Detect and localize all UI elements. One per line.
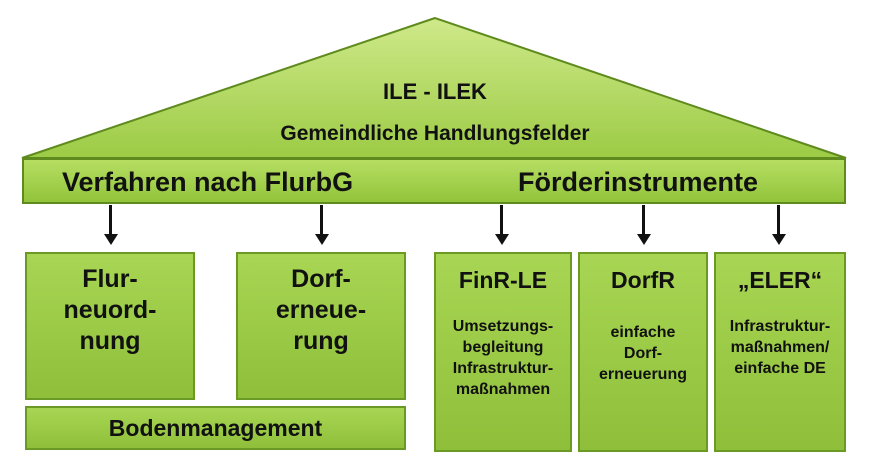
eler-line-1: Infrastruktur- bbox=[729, 318, 831, 335]
eler-text: Infrastruktur- maßnahmen/ einfache DE bbox=[716, 316, 844, 379]
dorferneuerung-line-1: Dorf- bbox=[291, 265, 351, 293]
base-label: Bodenmanagement bbox=[108, 415, 323, 441]
eler-line-3: einfache DE bbox=[734, 360, 826, 377]
finr-le-text: Umsetzungs- begleitung Infrastruktur- ma… bbox=[436, 316, 570, 400]
finr-le-line-4: maßnahmen bbox=[455, 381, 551, 398]
beam-right-label: Förderinstrumente bbox=[518, 167, 759, 197]
flurneuordnung-line-2: neuord- bbox=[63, 296, 157, 324]
roof-title: ILE - ILEK bbox=[383, 79, 487, 104]
dorfr-text: einfache Dorf- erneuerung bbox=[580, 322, 706, 385]
finr-le-line-2: begleitung bbox=[462, 339, 544, 356]
flurneuordnung-line-1: Flur- bbox=[82, 265, 138, 293]
pillar-dorfr: DorfR einfache Dorf- erneuerung bbox=[578, 252, 708, 452]
eler-title: „ELER“ bbox=[737, 267, 823, 293]
base-bodenmanagement: Bodenmanagement bbox=[25, 406, 406, 450]
eler-line-2: maßnahmen/ bbox=[730, 339, 830, 356]
pillar-eler: „ELER“ Infrastruktur- maßnahmen/ einfach… bbox=[714, 252, 846, 452]
flurneuordnung-line-3: nung bbox=[79, 327, 141, 355]
finr-le-title: FinR-LE bbox=[458, 267, 548, 293]
beam-bar bbox=[22, 158, 846, 204]
finr-le-line-3: Infrastruktur- bbox=[452, 360, 554, 377]
dorfr-line-1: einfache bbox=[610, 324, 676, 341]
dorfr-line-3: erneuerung bbox=[598, 366, 687, 383]
beam-left-label: Verfahren nach FlurbG bbox=[62, 167, 354, 197]
dorfr-title: DorfR bbox=[611, 267, 675, 293]
dorferneuerung-line-3: rung bbox=[293, 327, 349, 355]
dorfr-line-2: Dorf- bbox=[623, 345, 663, 362]
finr-le-line-1: Umsetzungs- bbox=[452, 318, 554, 335]
pillar-flurneuordnung: Flur- neuord- nung bbox=[25, 252, 195, 400]
pillar-finr-le: FinR-LE Umsetzungs- begleitung Infrastru… bbox=[434, 252, 572, 452]
dorferneuerung-line-2: erneue- bbox=[275, 296, 367, 324]
pillar-dorferneuerung: Dorf- erneue- rung bbox=[236, 252, 406, 400]
roof-subtitle: Gemeindliche Handlungsfelder bbox=[280, 122, 590, 145]
